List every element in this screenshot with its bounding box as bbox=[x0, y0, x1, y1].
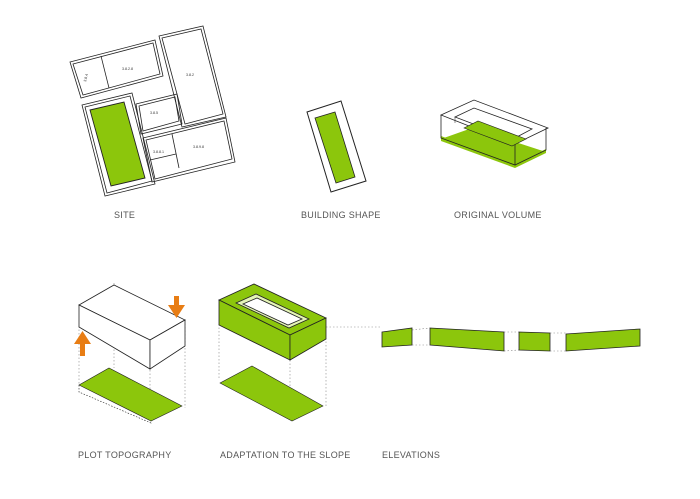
arrow-down-icon bbox=[168, 296, 185, 318]
building-shape bbox=[306, 100, 367, 193]
caption-site: SITE bbox=[114, 210, 136, 220]
lot-label-c: 3.8.2 bbox=[186, 73, 194, 77]
caption-original-volume: ORIGINAL VOLUME bbox=[454, 210, 542, 220]
elevation-panel-1 bbox=[381, 327, 413, 348]
lot-label-a: 3.8.4 bbox=[83, 74, 89, 83]
adaptation-to-slope bbox=[218, 283, 382, 422]
caption-building-shape: BUILDING SHAPE bbox=[301, 210, 381, 220]
site-lot-bottom-right bbox=[142, 117, 236, 183]
lot-label-e: 3.8.9.8 bbox=[193, 145, 204, 149]
lot-label-d: 3.8.5 bbox=[150, 111, 158, 115]
lot-label-f: 3.8.8.1 bbox=[153, 150, 164, 154]
adaptation-plate bbox=[219, 365, 324, 422]
caption-adaptation: ADAPTATION TO THE SLOPE bbox=[220, 450, 351, 460]
lot-label-b: 3.8.2.8 bbox=[122, 67, 133, 71]
caption-plot-topography: PLOT TOPOGRAPHY bbox=[78, 450, 172, 460]
site-lot-center bbox=[135, 93, 183, 135]
site-lot-top-left bbox=[69, 39, 164, 99]
site-lot-labels: 3.8.4 3.8.2.8 3.8.2 3.8.5 3.8.9.8 3.8.8.… bbox=[83, 67, 204, 154]
volume-base bbox=[441, 128, 546, 167]
site-building-footprint bbox=[89, 101, 146, 187]
original-volume bbox=[439, 99, 550, 168]
plot-topography bbox=[78, 283, 186, 424]
elevation-panel-2 bbox=[429, 327, 505, 352]
arrow-up-icon bbox=[74, 331, 91, 356]
topography-plate bbox=[78, 367, 183, 422]
site-plan bbox=[69, 25, 236, 197]
elevations bbox=[381, 327, 641, 352]
elevation-panel-4 bbox=[565, 328, 641, 352]
elevation-panel-3 bbox=[518, 331, 551, 352]
caption-elevations: ELEVATIONS bbox=[382, 450, 441, 460]
